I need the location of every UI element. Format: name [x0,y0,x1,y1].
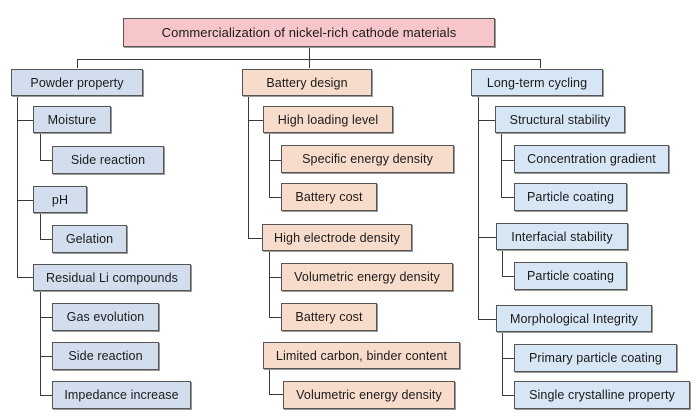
node-primary-particle-coating: Primary particle coating [514,344,677,372]
connector [478,237,496,238]
connector [502,250,503,276]
node-volumetric-energy-density: Volumetric energy density [281,263,453,291]
connector [77,59,540,60]
node-residual-li-compounds: Residual Li compounds [33,264,191,291]
category-battery-design: Battery design [242,69,372,96]
connector [40,395,52,396]
connector [309,59,310,68]
connector [501,197,514,198]
node-side-reaction: Side reaction [52,146,164,174]
connector [501,133,502,197]
connector [502,332,503,395]
connector [269,317,281,318]
connector [478,120,495,121]
connector [248,238,262,239]
node-moisture: Moisture [33,106,111,133]
connector [269,133,270,197]
category-long-term-cycling: Long-term cycling [471,69,603,96]
connector [40,317,52,318]
connector [502,276,514,277]
connector [502,358,514,359]
node-specific-energy-density: Specific energy density [281,145,454,173]
connector [269,394,283,395]
node-ph: pH [33,186,87,213]
node-side-reaction: Side reaction [52,342,159,370]
connector [269,160,281,161]
category-powder-property: Powder property [11,69,143,96]
node-structural-stability: Structural stability [495,106,625,133]
connector [269,197,281,198]
node-impedance-increase: Impedance increase [52,381,191,409]
node-concentration-gradient: Concentration gradient [514,145,669,173]
connector [40,239,52,240]
node-particle-coating: Particle coating [514,183,627,211]
connector [17,96,18,277]
connector [17,277,34,278]
connector [478,96,479,319]
node-high-electrode-density: High electrode density [262,224,412,251]
connector [40,356,52,357]
node-limited-carbon-binder-content: Limited carbon, binder content [263,342,460,369]
connector [309,47,310,59]
node-particle-coating: Particle coating [514,262,627,290]
node-interfacial-stability: Interfacial stability [496,223,628,250]
connector [40,291,41,395]
node-battery-cost: Battery cost [281,183,377,211]
connector [17,200,34,201]
node-single-crystalline-property: Single crystalline property [514,381,690,409]
node-battery-cost: Battery cost [281,303,377,331]
connector [269,369,270,394]
connector [269,277,281,278]
node-gas-evolution: Gas evolution [52,303,159,331]
connector [40,133,41,160]
connector [501,160,514,161]
connector [17,120,34,121]
connector [478,319,496,320]
connector [540,59,541,68]
node-gelation: Gelation [52,225,127,253]
connector [502,395,514,396]
node-volumetric-energy-density: Volumetric energy density [283,381,455,409]
connector [248,96,249,238]
connector [77,59,78,68]
connector [248,120,263,121]
connector [269,251,270,317]
node-high-loading-level: High loading level [263,106,393,133]
connector [40,160,52,161]
connector [40,213,41,239]
node-morphological-integrity: Morphological Integrity [496,305,652,332]
root-node: Commercialization of nickel-rich cathode… [123,18,495,47]
